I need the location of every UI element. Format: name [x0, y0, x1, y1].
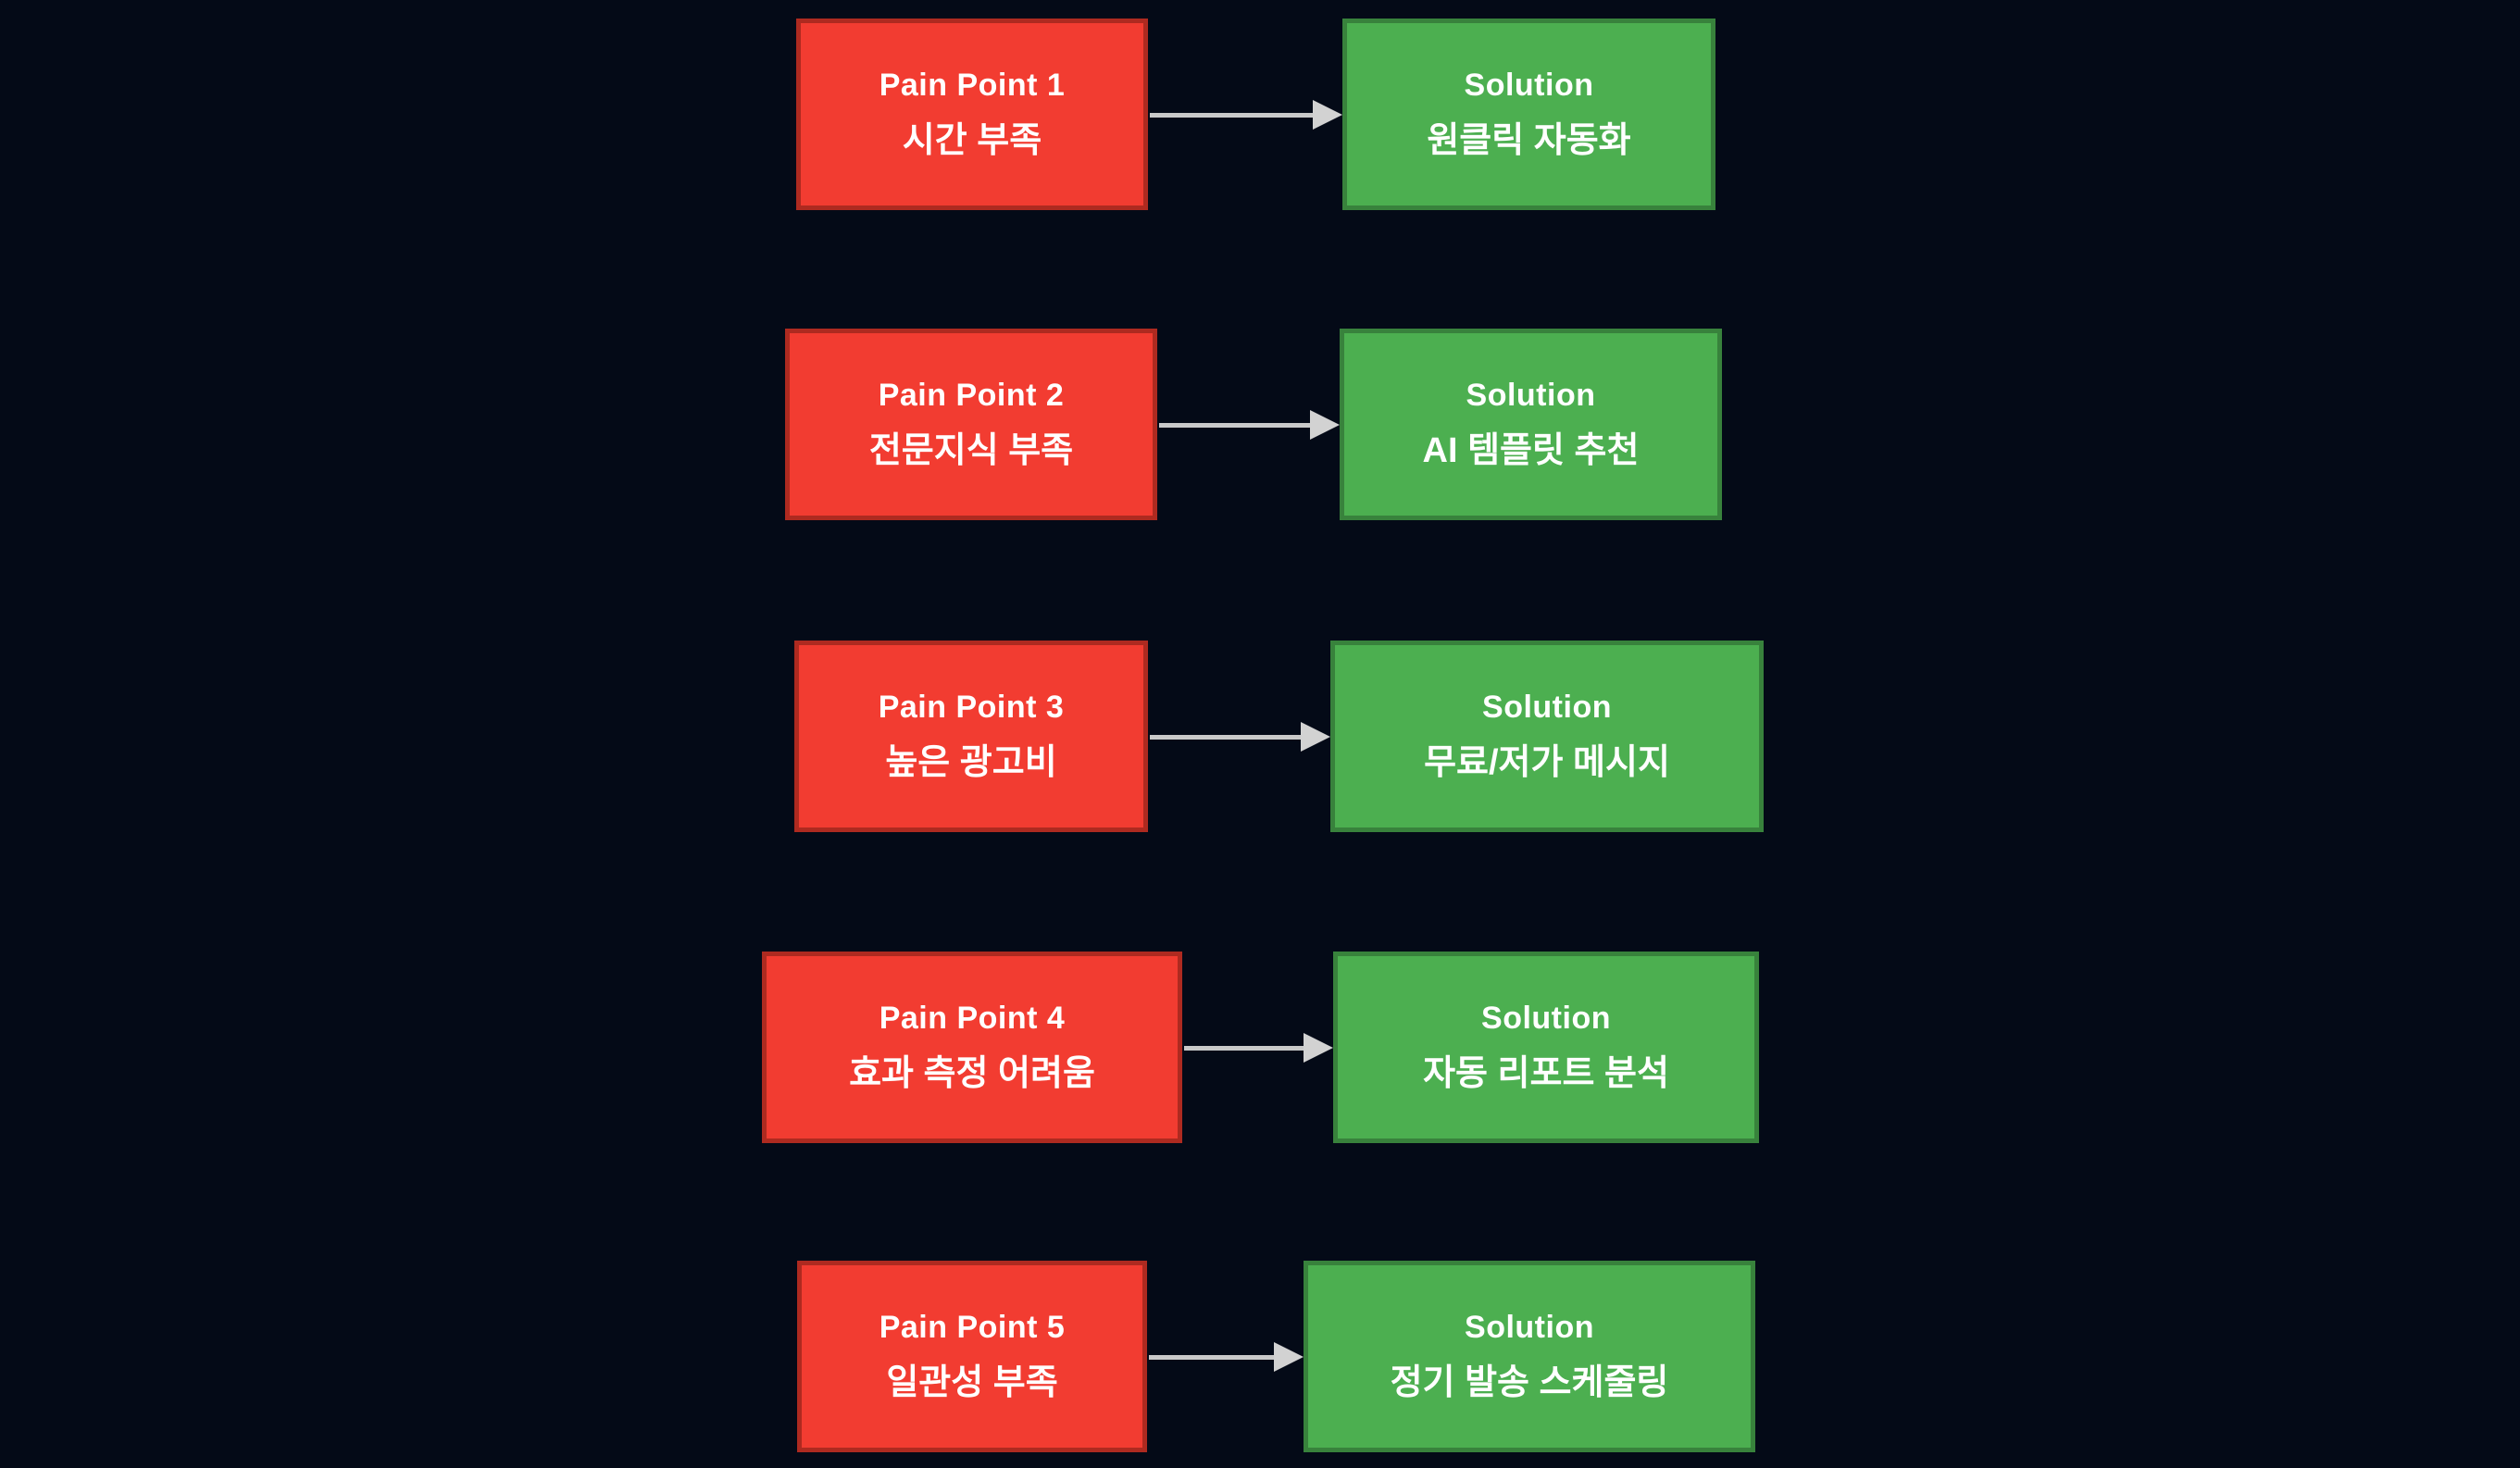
solution-subtitle: 정기 발송 스케줄링	[1390, 1363, 1669, 1402]
solution-title: Solution	[1481, 1000, 1611, 1036]
pain-point-box-1: Pain Point 1 시간 부족	[796, 19, 1148, 210]
arrow-shaft	[1184, 1045, 1304, 1051]
pain-point-subtitle: 높은 광고비	[885, 743, 1057, 782]
arrow-shaft	[1149, 1354, 1274, 1360]
pain-point-box-4: Pain Point 4 효과 측정 어려움	[762, 952, 1182, 1143]
pain-point-title: Pain Point 4	[879, 1000, 1066, 1036]
right-arrow-icon	[1184, 1033, 1333, 1063]
arrow-head	[1304, 1033, 1333, 1063]
solution-box-1: Solution 원클릭 자동화	[1342, 19, 1715, 210]
arrow-head	[1274, 1342, 1304, 1372]
pain-point-subtitle: 시간 부족	[902, 121, 1042, 160]
arrow-shaft	[1150, 112, 1313, 118]
solution-box-2: Solution AI 템플릿 추천	[1340, 329, 1722, 520]
pain-point-subtitle: 일관성 부족	[886, 1363, 1058, 1402]
arrow-head	[1310, 410, 1340, 440]
pain-point-box-3: Pain Point 3 높은 광고비	[794, 641, 1148, 832]
solution-box-3: Solution 무료/저가 메시지	[1330, 641, 1764, 832]
right-arrow-icon	[1149, 1342, 1304, 1372]
pain-point-title: Pain Point 5	[879, 1309, 1066, 1345]
arrow-head	[1301, 722, 1330, 752]
solution-box-5: Solution 정기 발송 스케줄링	[1304, 1261, 1755, 1452]
arrow-shaft	[1159, 422, 1310, 428]
pain-point-title: Pain Point 2	[878, 377, 1065, 413]
arrow-head	[1313, 100, 1342, 130]
pain-point-box-2: Pain Point 2 전문지식 부족	[785, 329, 1157, 520]
solution-title: Solution	[1482, 689, 1612, 725]
pain-point-box-5: Pain Point 5 일관성 부족	[797, 1261, 1147, 1452]
right-arrow-icon	[1150, 100, 1342, 130]
arrow-shaft	[1150, 734, 1301, 740]
pain-point-subtitle: 효과 측정 어려움	[849, 1054, 1095, 1093]
right-arrow-icon	[1159, 410, 1340, 440]
solution-title: Solution	[1466, 377, 1596, 413]
solution-title: Solution	[1465, 1309, 1594, 1345]
pain-point-subtitle: 전문지식 부족	[868, 431, 1074, 470]
pain-point-title: Pain Point 1	[879, 67, 1066, 103]
solution-title: Solution	[1464, 67, 1594, 103]
right-arrow-icon	[1150, 722, 1330, 752]
solution-subtitle: 자동 리포트 분석	[1423, 1054, 1669, 1093]
solution-subtitle: AI 템플릿 추천	[1422, 431, 1640, 470]
solution-subtitle: 원클릭 자동화	[1427, 121, 1631, 160]
solution-box-4: Solution 자동 리포트 분석	[1333, 952, 1759, 1143]
pain-point-title: Pain Point 3	[878, 689, 1065, 725]
solution-subtitle: 무료/저가 메시지	[1424, 743, 1670, 782]
